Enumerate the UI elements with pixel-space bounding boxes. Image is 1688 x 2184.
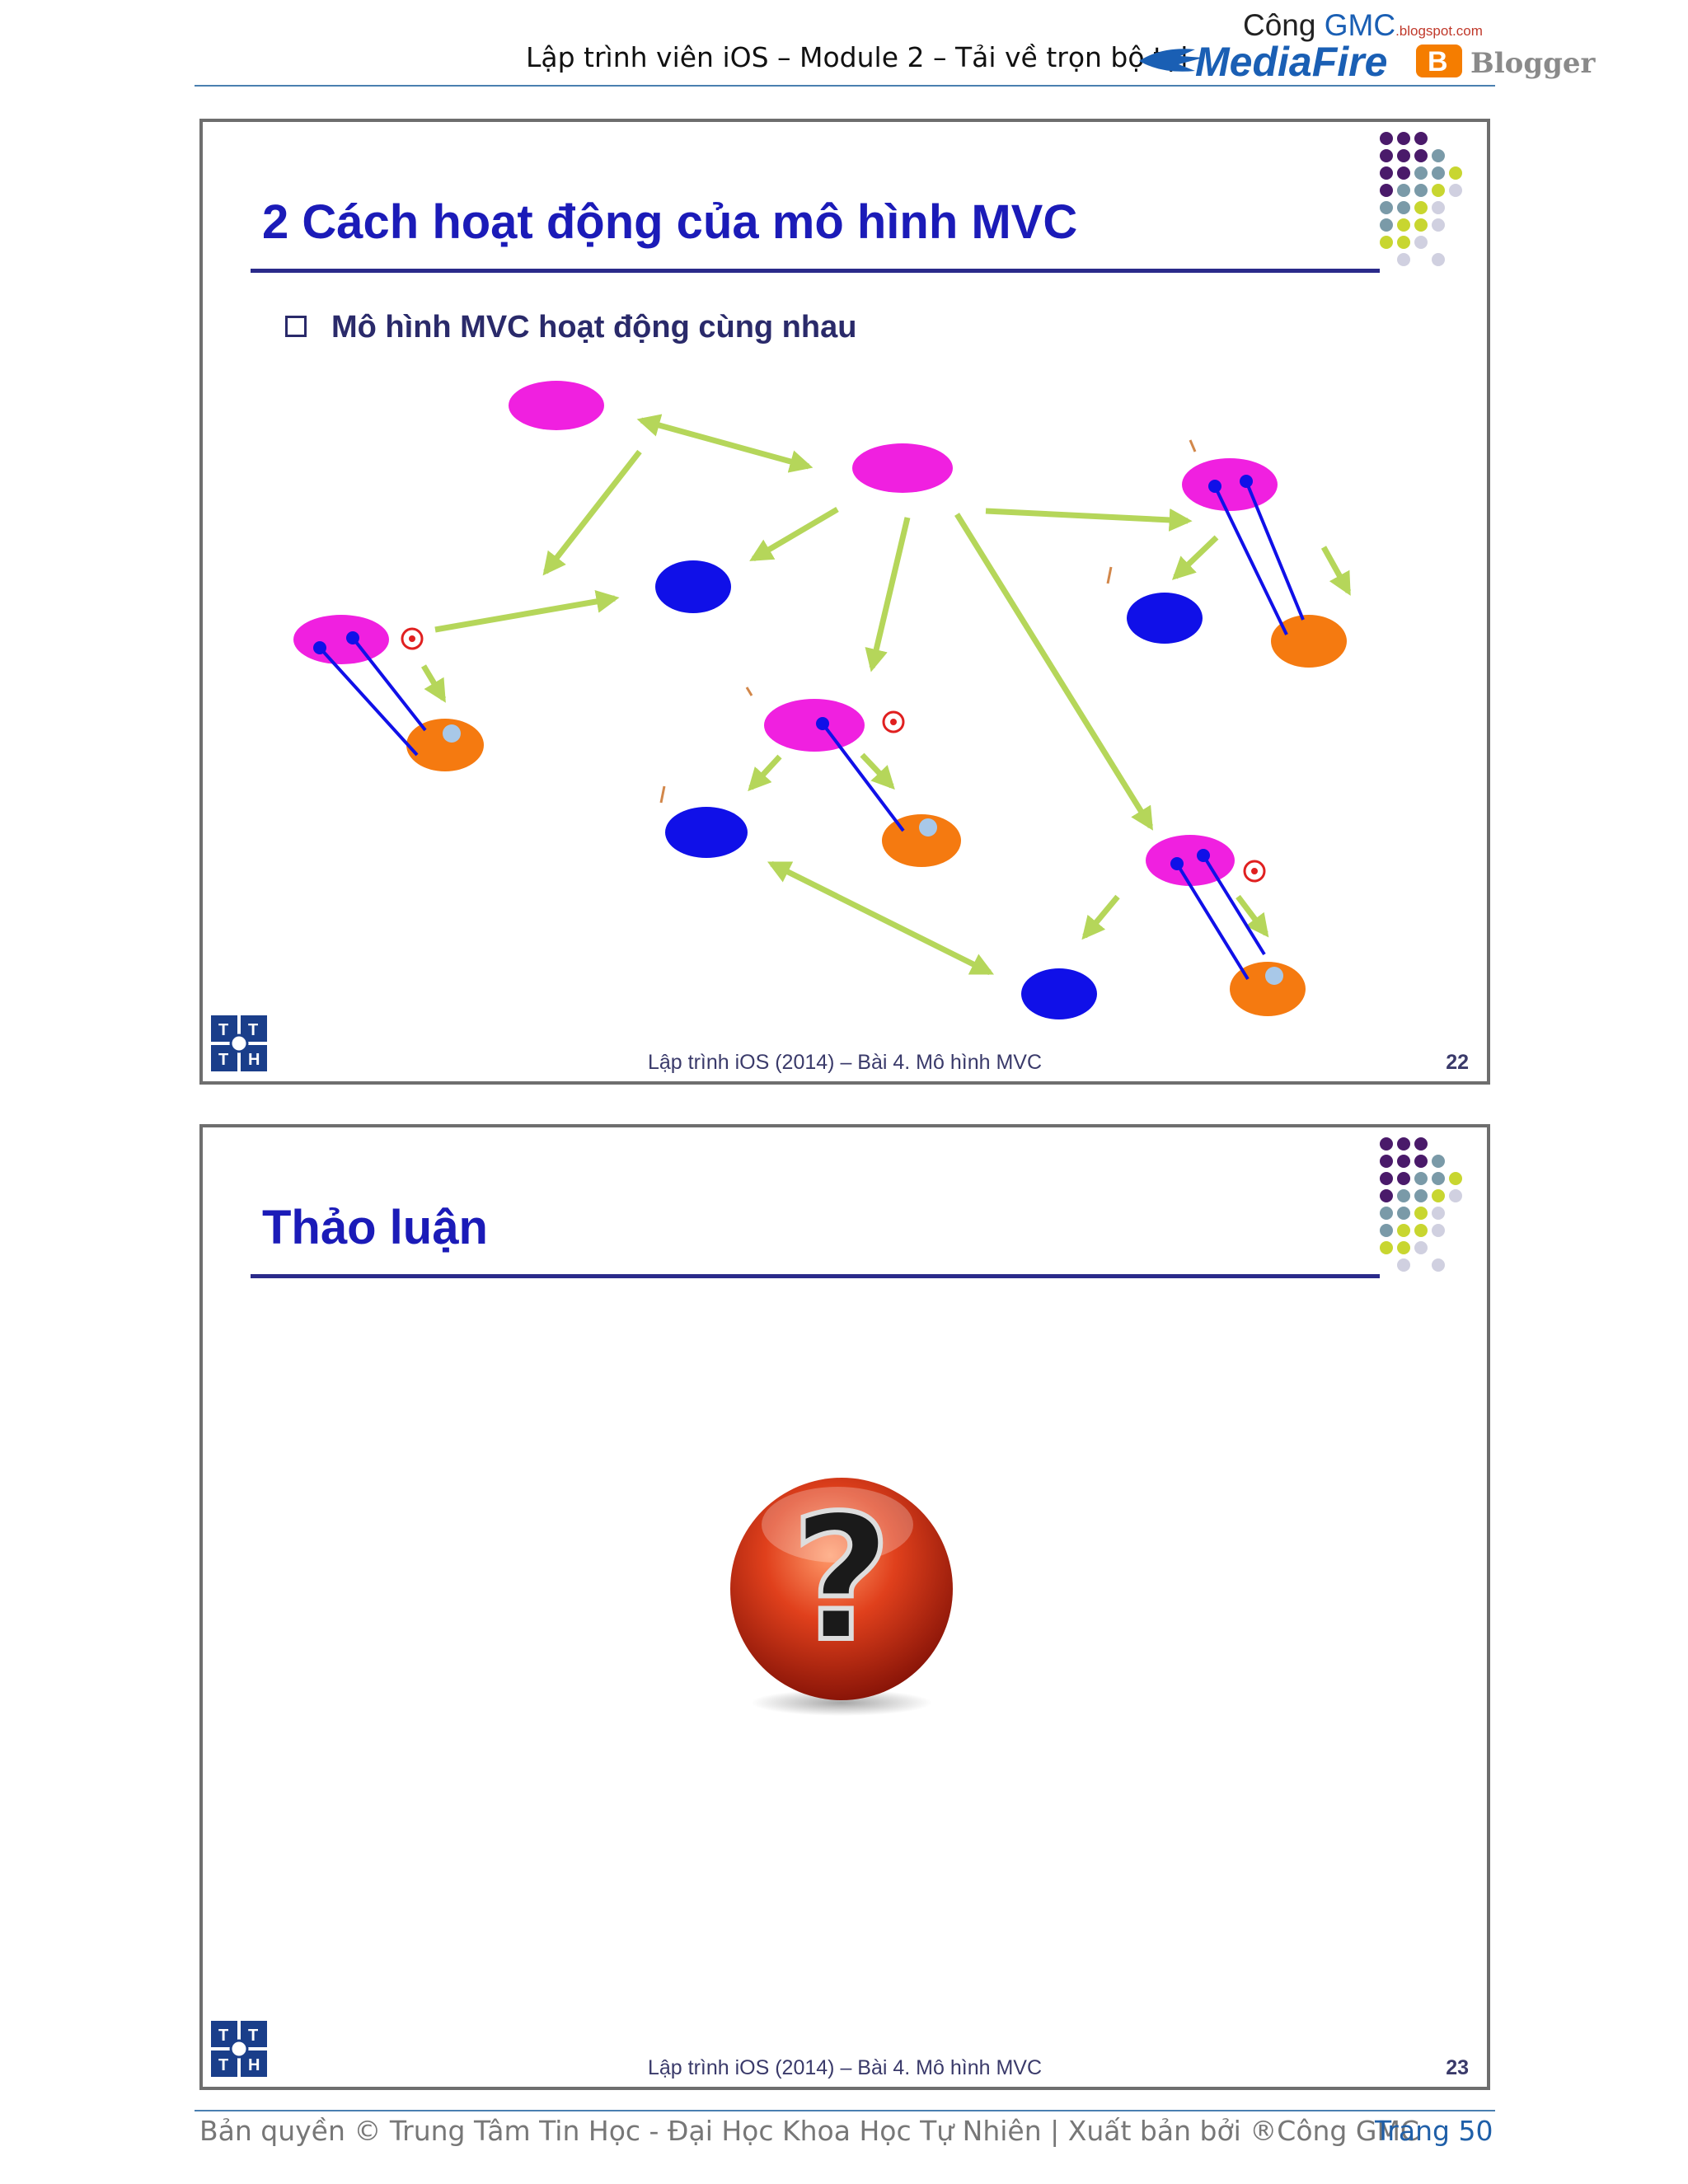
- brand-domain: .blogspot.com: [1395, 23, 1483, 39]
- bullet-text: Mô hình MVC hoạt động cùng nhau: [331, 310, 857, 344]
- bullet-item: Mô hình MVC hoạt động cùng nhau: [285, 310, 856, 345]
- svg-text:H: H: [248, 1051, 260, 1069]
- outlet-dots: [313, 475, 1253, 870]
- mvc-diagram: [293, 381, 1352, 1019]
- diagram-arrows: [420, 414, 1352, 976]
- question-mark-icon: ?: [730, 1475, 953, 1716]
- svg-text:T: T: [248, 2027, 258, 2045]
- header-text: Lập trình viên iOS – Module 2 – Tải về t…: [526, 41, 1189, 73]
- svg-text:H: H: [248, 2056, 260, 2074]
- page-number: Trang 50: [1375, 2115, 1493, 2147]
- target-icon: [401, 627, 1266, 883]
- header-rule: [195, 85, 1495, 87]
- svg-text:T: T: [218, 1051, 228, 1069]
- bullet-box-icon: [285, 315, 307, 337]
- mediafire-label: MediaFire: [1195, 39, 1387, 85]
- antenna-icon: [659, 439, 1197, 804]
- decor-dots-icon: [1380, 132, 1462, 266]
- brand-name: GMC: [1324, 8, 1396, 42]
- svg-text:B: B: [1428, 46, 1448, 77]
- blogger-label: Blogger: [1470, 47, 1597, 80]
- page-header: Lập trình viên iOS – Module 2 – Tải về t…: [0, 0, 1688, 91]
- view-nodes: [406, 615, 1347, 1016]
- ttth-logo-icon: T T T H: [211, 2021, 267, 2077]
- model-nodes: [655, 560, 1203, 1019]
- svg-text:T: T: [248, 1021, 258, 1039]
- ttth-logo-icon: T T T H: [211, 1015, 267, 1071]
- slide-title: 2 Cách hoạt động của mô hình MVC: [262, 195, 1078, 249]
- slide-number: 22: [1446, 1051, 1469, 1074]
- blogger-icon: [1416, 45, 1462, 77]
- slide-number: 23: [1446, 2056, 1469, 2079]
- outlet-lines: [318, 480, 1305, 981]
- copyright-text: Bản quyền © Trung Tâm Tin Học - Đại Học …: [199, 2115, 1419, 2147]
- title-underline: [251, 269, 1380, 273]
- svg-text:T: T: [218, 1021, 228, 1039]
- view-sub-elements: [443, 724, 1283, 985]
- decor-dots-icon: [1380, 1137, 1462, 1272]
- svg-text:T: T: [218, 2027, 228, 2045]
- brand-prefix: Công: [1243, 8, 1316, 42]
- svg-text:?: ?: [791, 1478, 892, 1680]
- slide-23: Thảo luận ? T T T H Lập trình iOS (201: [199, 1124, 1490, 2090]
- svg-text:T: T: [218, 2056, 228, 2074]
- mediafire-logo-icon[interactable]: MediaFire B Blogger: [1137, 36, 1665, 86]
- slide-footer: Lập trình iOS (2014) – Bài 4. Mô hình MV…: [647, 2056, 1042, 2079]
- slide-footer: Lập trình iOS (2014) – Bài 4. Mô hình MV…: [647, 1051, 1042, 1074]
- brand-cong-gmc[interactable]: Công GMC.blogspot.com: [1243, 8, 1483, 43]
- slide-title: Thảo luận: [262, 1201, 488, 1254]
- footer-rule: [195, 2110, 1495, 2111]
- controller-nodes: [293, 381, 1278, 886]
- slide-22: 2 Cách hoạt động của mô hình MVC Mô hình…: [199, 119, 1490, 1085]
- title-underline: [251, 1274, 1380, 1278]
